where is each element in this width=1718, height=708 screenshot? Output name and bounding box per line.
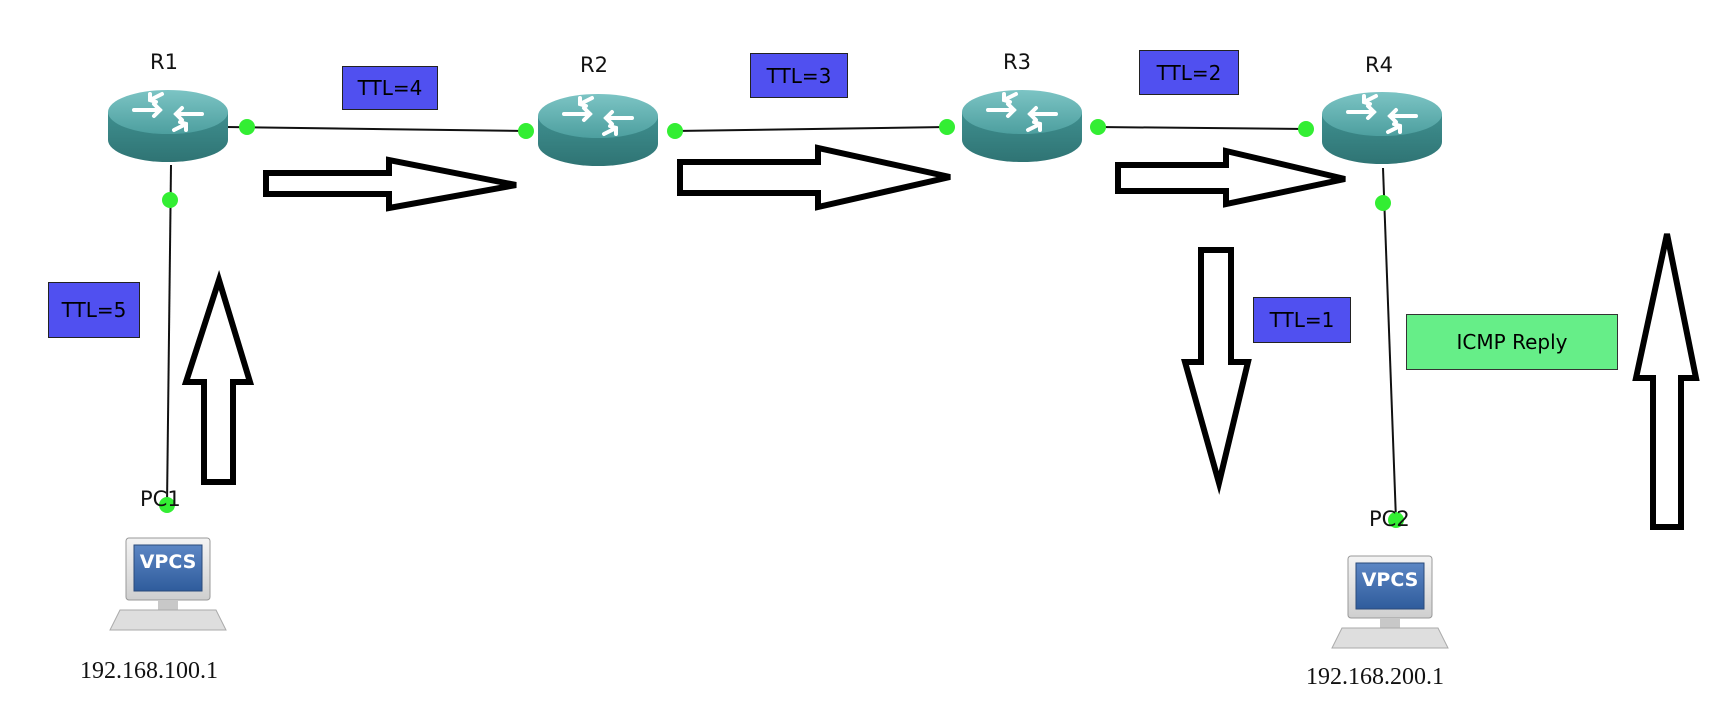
- arrow-right-r3-r4: [1115, 147, 1346, 208]
- router-r1[interactable]: [106, 88, 230, 164]
- pc1-screen-text: VPCS: [140, 551, 197, 573]
- icmp-reply-box: ICMP Reply: [1406, 314, 1618, 370]
- ttl-box-5: TTL=5: [48, 282, 140, 338]
- arrow-right-r2-r3: [677, 144, 951, 211]
- label-r2: R2: [580, 53, 608, 77]
- arrow-up-pc2: [1632, 233, 1700, 530]
- ip-pc2: 192.168.200.1: [1306, 664, 1444, 690]
- link-r4-pc2: [1382, 167, 1397, 521]
- ip-pc1: 192.168.100.1: [80, 658, 218, 684]
- port-dots: [159, 119, 1404, 528]
- router-r2[interactable]: [536, 92, 660, 168]
- label-r4: R4: [1365, 53, 1393, 77]
- label-r1: R1: [150, 50, 178, 74]
- router-r3[interactable]: [960, 88, 1084, 164]
- ttl-box-3: TTL=3: [750, 53, 848, 98]
- arrow-right-r1-r2: [263, 156, 517, 212]
- router-r4[interactable]: [1320, 90, 1444, 166]
- port-dot: [1375, 195, 1391, 211]
- ttl-box-4: TTL=4: [342, 66, 438, 110]
- arrow-down-r3: [1181, 247, 1252, 495]
- port-dot: [162, 192, 178, 208]
- port-dot: [239, 119, 255, 135]
- port-dot: [1090, 119, 1106, 135]
- port-dot: [159, 497, 175, 513]
- link-r1-r2: [225, 126, 527, 132]
- link-r2-r3: [674, 126, 948, 132]
- label-pc2: PC2: [1369, 507, 1410, 531]
- port-dot: [939, 119, 955, 135]
- port-dot: [1298, 121, 1314, 137]
- link-r1-pc1: [166, 164, 172, 506]
- label-pc1: PC1: [140, 487, 181, 511]
- port-dot: [1388, 512, 1404, 528]
- link-r3-r4: [1097, 126, 1307, 130]
- port-dot: [667, 123, 683, 139]
- arrow-up-pc1: [181, 269, 255, 485]
- port-dot: [518, 123, 534, 139]
- ttl-box-2: TTL=2: [1139, 50, 1239, 95]
- label-r3: R3: [1003, 50, 1031, 74]
- pc2-screen-text: VPCS: [1362, 569, 1419, 591]
- ttl-box-1: TTL=1: [1253, 297, 1351, 343]
